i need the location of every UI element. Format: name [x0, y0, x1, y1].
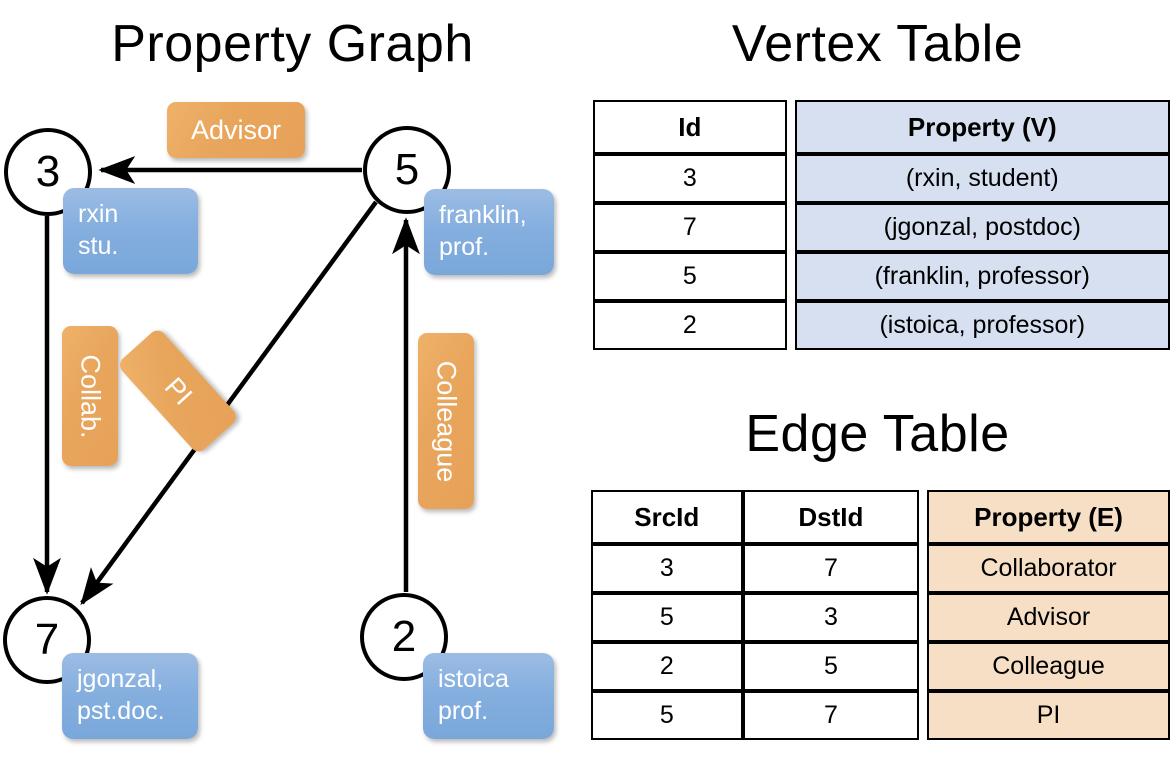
vertex-cell-id: 2	[593, 301, 787, 350]
edge-table-header-property: Property (E)	[927, 490, 1170, 544]
table-row: 5 3 Advisor	[591, 593, 1170, 642]
vertex-cell-property: (istoica, professor)	[794, 301, 1170, 350]
edge-label-pi-text: PI	[158, 371, 199, 411]
vertex-table: Id Property (V) 3 (rxin, student) 7 (jgo…	[593, 100, 1170, 350]
edge-5-to-7	[80, 200, 378, 606]
vertex-table-header-property: Property (V)	[794, 100, 1170, 154]
graph-node-2[interactable]: 2	[360, 593, 448, 681]
edge-table-column-gap	[919, 490, 927, 544]
graph-node-5-label: 5	[394, 145, 420, 194]
vertex-table-header-id: Id	[593, 100, 787, 154]
edge-label-advisor: Advisor	[167, 102, 305, 158]
vertex-cell-id: 3	[593, 154, 787, 203]
edge-table: SrcId DstId Property (E) 3 7 Collaborato…	[591, 490, 1170, 740]
node-property-box-7: jgonzal, pst.doc.	[62, 653, 198, 739]
vertex-table-column-gap	[787, 154, 795, 203]
table-row: 5 7 PI	[591, 691, 1170, 740]
edge-cell-property: Advisor	[927, 593, 1170, 642]
node-property-box-3: rxin stu.	[63, 188, 198, 274]
edge-cell-srcid: 5	[591, 691, 743, 740]
edge-cell-dstid: 7	[742, 544, 920, 593]
edge-cell-property: Colleague	[927, 642, 1170, 691]
vertex-table-header-row: Id Property (V)	[593, 100, 1170, 154]
edge-label-advisor-text: Advisor	[190, 114, 282, 145]
page-title-edge-table: Edge Table	[745, 405, 1010, 463]
property-graph-diagram: 3 5 7 2 rxin stu. franklin, prof. jgonza…	[3, 102, 554, 739]
edge-table-header-srcid: SrcId	[591, 490, 743, 544]
edge-cell-property: PI	[927, 691, 1170, 740]
vertex-cell-property: (franklin, professor)	[794, 252, 1170, 301]
graph-node-2-label: 2	[391, 612, 417, 661]
edge-table-header-row: SrcId DstId Property (E)	[591, 490, 1170, 544]
edge-label-collab-text: Collab.	[75, 353, 106, 439]
edge-cell-srcid: 2	[591, 642, 743, 691]
edge-cell-dstid: 5	[742, 642, 920, 691]
edge-cell-srcid: 5	[591, 593, 743, 642]
node-property-box-2: istoica prof.	[423, 653, 554, 739]
edge-cell-srcid: 3	[591, 544, 743, 593]
edge-table-column-gap	[919, 691, 927, 740]
page-title-property-graph: Property Graph	[111, 15, 474, 73]
edge-cell-dstid: 7	[742, 691, 920, 740]
vertex-table-column-gap	[787, 301, 795, 350]
edge-label-colleague: Colleague	[418, 333, 474, 509]
vertex-cell-property: (rxin, student)	[794, 154, 1170, 203]
table-row: 7 (jgonzal, postdoc)	[593, 203, 1170, 252]
vertex-cell-id: 7	[593, 203, 787, 252]
edge-cell-property: Collaborator	[927, 544, 1170, 593]
vertex-cell-property: (jgonzal, postdoc)	[794, 203, 1170, 252]
edge-label-colleague-text: Colleague	[431, 360, 462, 482]
table-row: 5 (franklin, professor)	[593, 252, 1170, 301]
table-row: 3 7 Collaborator	[591, 544, 1170, 593]
graph-node-7-label: 7	[34, 615, 60, 664]
edge-table-column-gap	[919, 593, 927, 642]
edge-table-column-gap	[919, 544, 927, 593]
table-row: 2 5 Colleague	[591, 642, 1170, 691]
graph-node-5[interactable]: 5	[363, 126, 451, 214]
edge-table-column-gap	[919, 642, 927, 691]
edge-label-collab: Collab.	[62, 326, 118, 466]
edge-table-header-dstid: DstId	[742, 490, 920, 544]
vertex-table-column-gap	[787, 203, 795, 252]
vertex-cell-id: 5	[593, 252, 787, 301]
vertex-table-column-gap	[787, 100, 795, 154]
graph-node-3-label: 3	[35, 147, 61, 196]
table-row: 2 (istoica, professor)	[593, 301, 1170, 350]
node-property-box-5: franklin, prof.	[424, 189, 554, 275]
graph-edges-svg	[33, 156, 420, 606]
edge-cell-dstid: 3	[742, 593, 920, 642]
page-title-vertex-table: Vertex Table	[731, 15, 1024, 73]
vertex-table-column-gap	[787, 252, 795, 301]
table-row: 3 (rxin, student)	[593, 154, 1170, 203]
